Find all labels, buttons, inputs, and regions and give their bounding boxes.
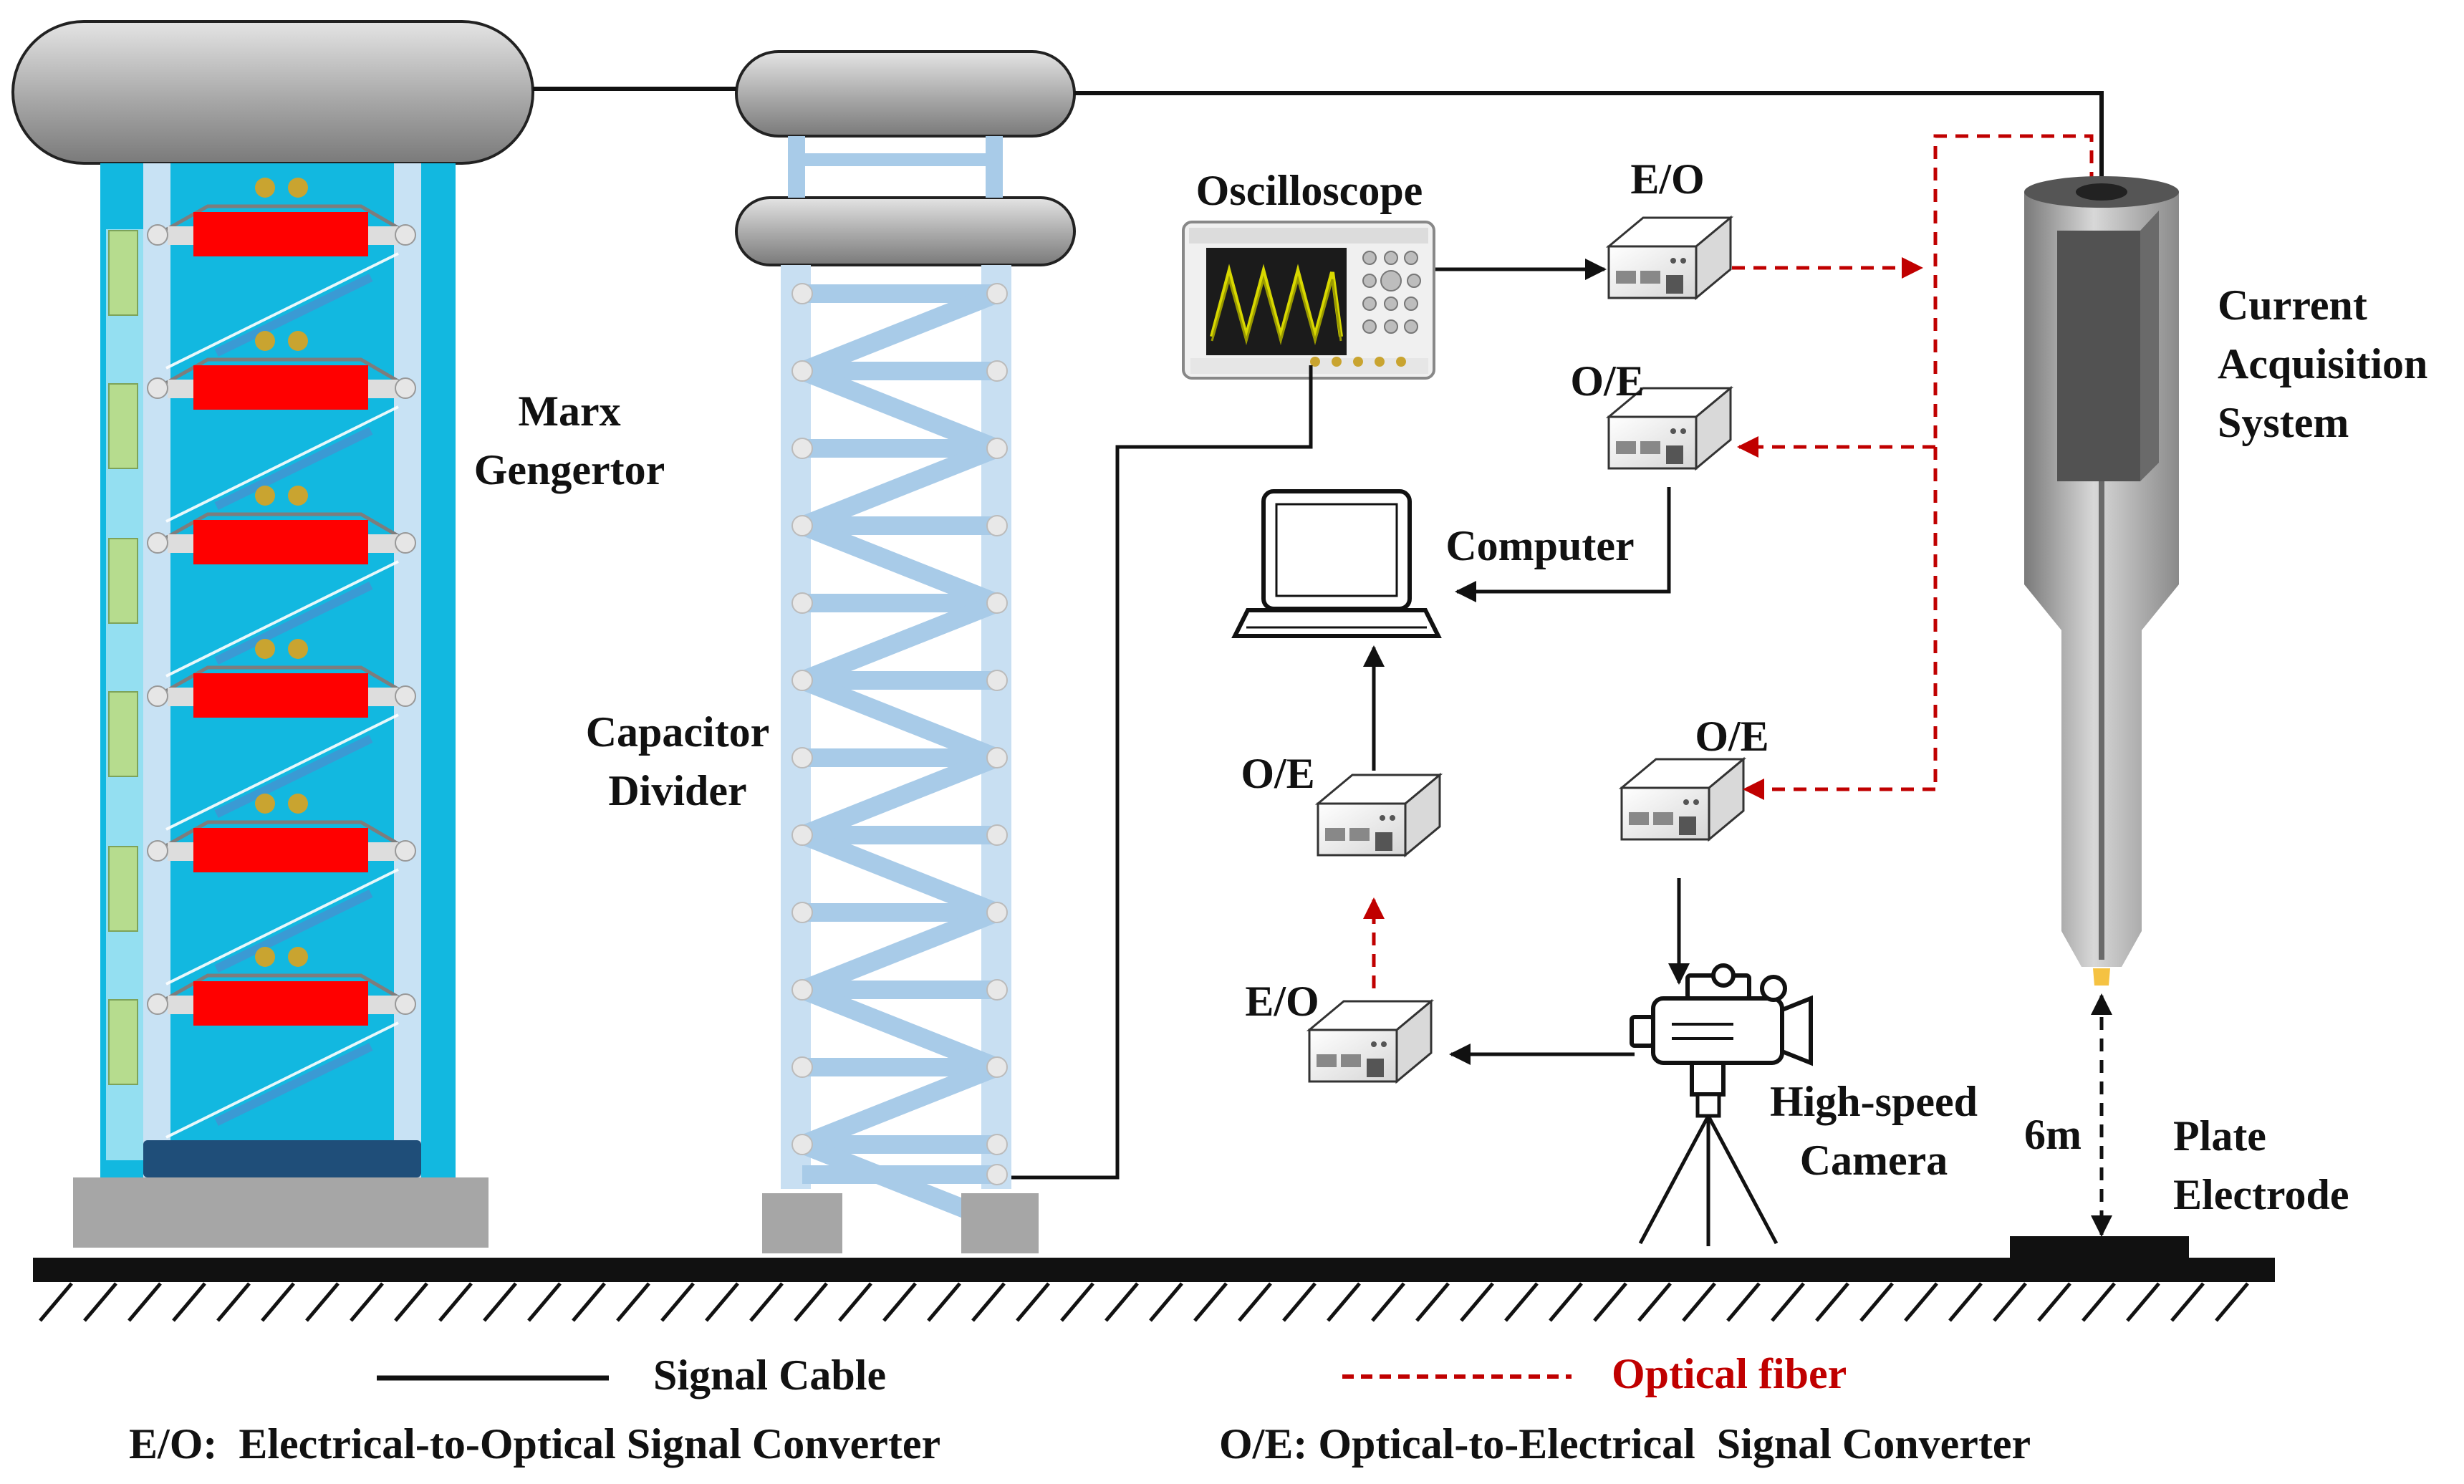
gap-distance-label: 6m <box>2024 1111 2082 1158</box>
divider-dome-second <box>735 196 1076 266</box>
divider-brace <box>791 902 1008 999</box>
marx-stage <box>108 947 416 1139</box>
marx-generator <box>11 20 534 1248</box>
oe-left-label: O/E <box>1241 750 1314 797</box>
capacitor-block <box>193 673 368 718</box>
converter-oe-right <box>1618 756 1747 842</box>
divider-brace <box>791 1056 1008 1154</box>
laptop-icon <box>1231 489 1442 638</box>
capacitor-label-line1: Capacitor <box>586 708 770 756</box>
divider-brace <box>791 979 1008 1076</box>
plate-label-line1: Plate <box>2173 1112 2266 1160</box>
current-label-line3: System <box>2218 399 2349 446</box>
converter-eo-top <box>1605 215 1734 301</box>
camera-label-line1: High-speed <box>1770 1078 1978 1125</box>
tripod-icon <box>1638 1092 1779 1246</box>
capacitor-block <box>193 365 368 410</box>
marx-stage <box>108 639 416 831</box>
converter-oe-left <box>1314 772 1443 858</box>
legend: Signal Cable Optical fiber E/O: Electric… <box>129 1350 2031 1468</box>
current-label-line2: Acquisition <box>2218 340 2427 387</box>
current-acquisition-system <box>2024 176 2179 986</box>
marx-stage <box>108 331 416 523</box>
divider-foot-left <box>762 1193 842 1253</box>
marx-stage <box>108 178 416 370</box>
divider-foot-right <box>961 1193 1039 1253</box>
eo-bottom-label: E/O <box>1245 978 1319 1025</box>
divider-brace <box>791 283 1008 380</box>
camera-label-line2: Camera <box>1800 1137 1948 1184</box>
legend-oe-definition: O/E: Optical-to-Electrical Signal Conver… <box>1219 1420 2031 1468</box>
legend-eo-definition: E/O: Electrical-to-Optical Signal Conver… <box>129 1420 940 1468</box>
legend-optical-fiber-label: Optical fiber <box>1612 1350 1847 1397</box>
divider-brace <box>791 747 1008 844</box>
marx-dome <box>11 20 534 165</box>
converter-eo-bottom <box>1306 998 1435 1084</box>
marx-stage <box>108 794 416 986</box>
plate-electrode <box>2010 1236 2189 1261</box>
camera-icon <box>1630 963 1813 1097</box>
oscilloscope-label: Oscilloscope <box>1196 167 1423 214</box>
divider-brace <box>791 670 1008 767</box>
divider-dome-top <box>735 50 1076 138</box>
converter-oe-mid <box>1605 385 1734 471</box>
signal-cable-divider-to-scope <box>1011 365 1313 1180</box>
oscilloscope-icon <box>1182 221 1435 380</box>
divider-brace <box>791 438 1008 535</box>
divider-brace <box>791 360 1008 458</box>
capacitor-divider <box>735 50 1076 1253</box>
computer-label: Computer <box>1445 522 1634 569</box>
capacitor-block <box>193 828 368 872</box>
legend-signal-cable-label: Signal Cable <box>653 1352 886 1399</box>
oe-right-label: O/E <box>1695 713 1768 760</box>
ground-hatch <box>39 1282 2249 1322</box>
optical-fiber-network <box>1363 134 2094 988</box>
capacitor-label-line2: Divider <box>608 767 746 814</box>
marx-label-line1: Marx <box>518 387 620 435</box>
marx-stage <box>108 486 416 678</box>
marx-bottom-plate <box>143 1140 421 1177</box>
divider-brace <box>791 592 1008 690</box>
eo-top-label: E/O <box>1630 155 1704 203</box>
signal-cable-oe-to-computer <box>1455 487 1671 602</box>
capacitor-block <box>193 981 368 1026</box>
marx-label-line2: Gengertor <box>474 446 665 493</box>
marx-base <box>73 1177 489 1248</box>
capacitor-block <box>193 520 368 564</box>
divider-brace <box>791 515 1008 612</box>
current-label-line1: Current <box>2218 281 2367 329</box>
hv-lead-to-electrode <box>1074 91 2104 180</box>
plate-label-line2: Electrode <box>2173 1171 2349 1218</box>
divider-brace <box>791 824 1008 922</box>
oe-mid-label: O/E <box>1570 357 1644 405</box>
ground-line <box>33 1258 2275 1282</box>
capacitor-block <box>193 212 368 256</box>
